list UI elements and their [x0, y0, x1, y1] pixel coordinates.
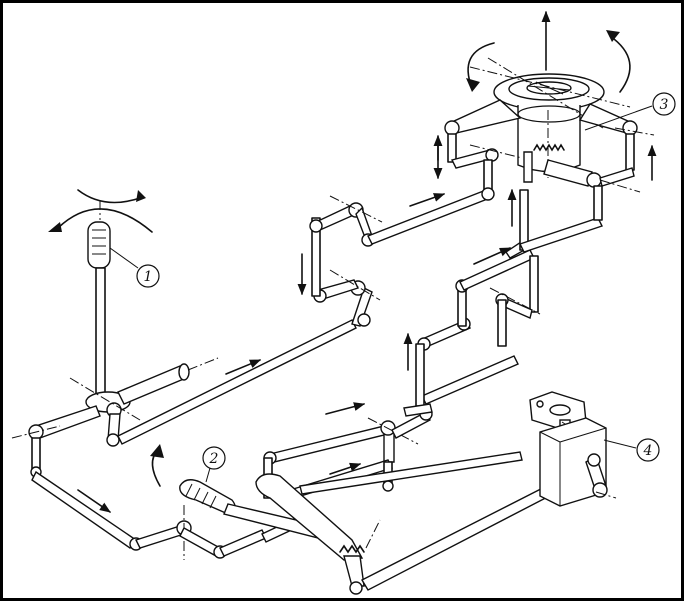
- rotor-hub-assembly: 3: [433, 10, 676, 193]
- rod-lower-middle: [268, 425, 390, 463]
- hub-side-cylinder: [543, 159, 593, 187]
- collective-bent-arm: [255, 473, 364, 561]
- stick-grip: [87, 221, 111, 269]
- cyclic-stick-assembly: 1: [11, 189, 219, 478]
- callout-2-circle: [202, 446, 226, 470]
- stick-motion-arc: [57, 208, 153, 233]
- rod-vertical-middle: [415, 343, 425, 407]
- pitch-link-right: [625, 133, 635, 171]
- callout-3-label: 3: [660, 97, 669, 113]
- callout-2-label: 2: [209, 451, 219, 467]
- pitch-link-left: [447, 133, 457, 163]
- mixer-unit-assembly: 4: [529, 391, 660, 507]
- callout-1-label: 1: [144, 269, 153, 285]
- collective-lever-assembly: 2: [150, 444, 590, 595]
- stick-yoke-cylinder: [117, 365, 187, 405]
- rod-upper-horizontal: [367, 189, 491, 245]
- rotation-arrow-right: [609, 35, 631, 93]
- callout-4-label: 4: [643, 443, 653, 459]
- rod-vertical-upper: [311, 217, 321, 297]
- callout-4-circle: [636, 438, 660, 462]
- collective-sector-gear: [339, 544, 365, 554]
- rod-stick-to-upper: [117, 319, 357, 445]
- stick-arm-left: [35, 405, 101, 439]
- stick-shaft: [95, 267, 106, 395]
- callout-3-circle: [652, 92, 676, 116]
- rod-stick-to-lower: [31, 470, 137, 549]
- callout-1-circle: [136, 264, 160, 288]
- hub-gear-teeth: [533, 143, 565, 152]
- control-linkage: [31, 159, 603, 560]
